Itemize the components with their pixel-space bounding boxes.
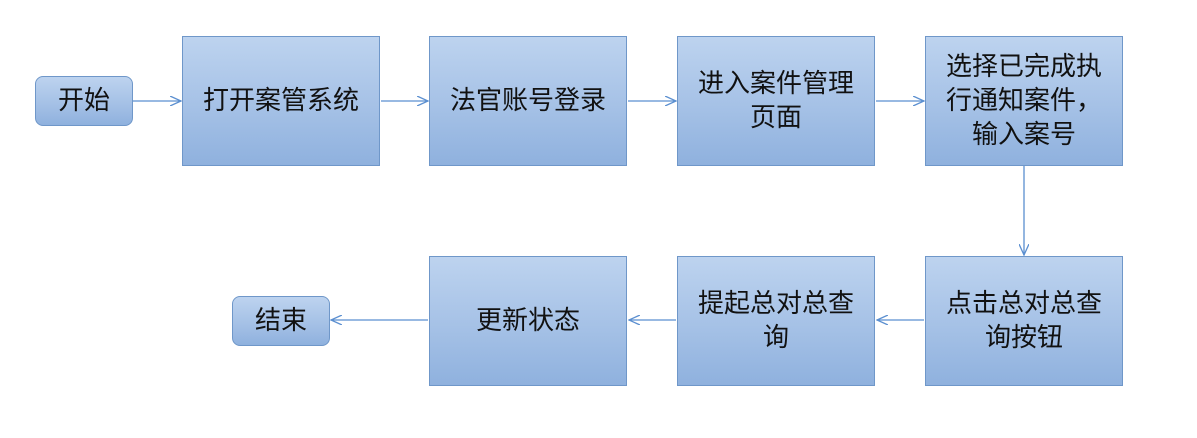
update-status-label: 更新状态 <box>475 306 580 336</box>
click-button-label: 点击总对总查 询按钮 <box>945 289 1102 353</box>
open-system-label: 打开案管系统 <box>202 86 359 116</box>
start-node: 开始 <box>35 76 133 126</box>
case-page-label: 进入案件管理 页面 <box>697 69 854 133</box>
submit-query-label: 提起总对总查 询 <box>697 289 854 353</box>
login-label: 法官账号登录 <box>449 86 606 116</box>
start-label: 开始 <box>57 86 110 116</box>
select-case-step: 选择已完成执 行通知案件， 输入案号 <box>925 36 1123 166</box>
open-system-step: 打开案管系统 <box>182 36 380 166</box>
submit-query-step: 提起总对总查 询 <box>677 256 875 386</box>
end-node: 结束 <box>232 296 330 346</box>
select-case-label: 选择已完成执 行通知案件， 输入案号 <box>945 52 1102 150</box>
end-label: 结束 <box>254 306 307 336</box>
click-button-step: 点击总对总查 询按钮 <box>925 256 1123 386</box>
login-step: 法官账号登录 <box>429 36 627 166</box>
case-page-step: 进入案件管理 页面 <box>677 36 875 166</box>
update-status-step: 更新状态 <box>429 256 627 386</box>
